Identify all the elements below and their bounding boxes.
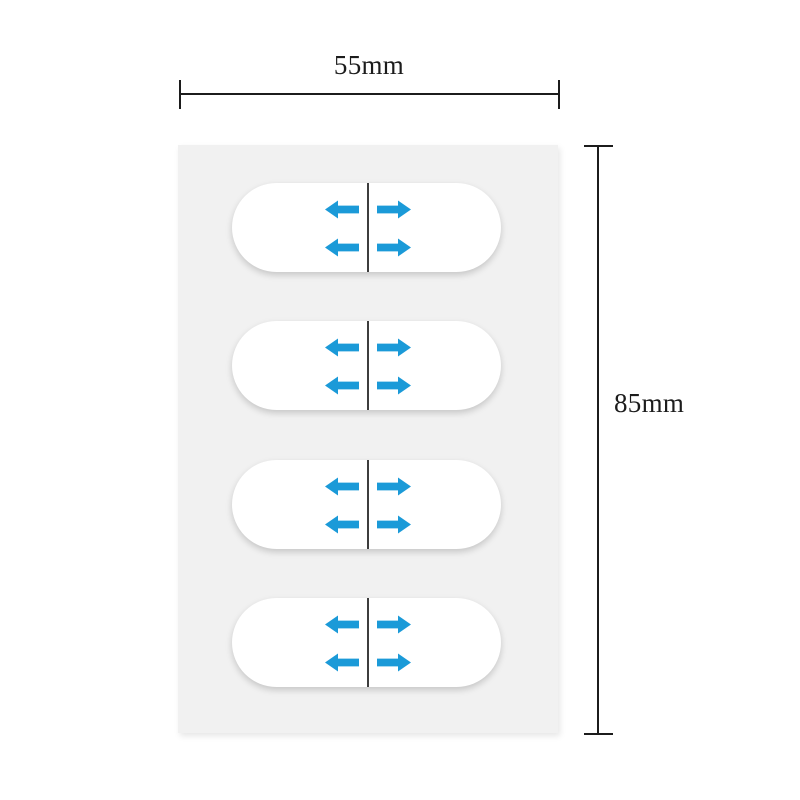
arrow-right-icon bbox=[377, 238, 411, 257]
strip-center-divider bbox=[367, 321, 369, 410]
arrow-left-icon bbox=[325, 615, 359, 634]
adhesive-strip bbox=[232, 598, 501, 687]
height-dimension-line bbox=[597, 145, 599, 734]
arrow-right-icon bbox=[377, 376, 411, 395]
arrow-right-icon bbox=[377, 653, 411, 672]
arrow-right-icon bbox=[377, 477, 411, 496]
arrow-right-icon bbox=[377, 200, 411, 219]
strip-center-divider bbox=[367, 598, 369, 687]
arrow-right-icon bbox=[377, 515, 411, 534]
arrow-left-icon bbox=[325, 200, 359, 219]
arrow-grid bbox=[232, 460, 501, 549]
arrow-left-icon bbox=[325, 238, 359, 257]
width-dimension-line bbox=[179, 93, 559, 95]
strip-center-divider bbox=[367, 183, 369, 272]
backing-sheet bbox=[178, 145, 558, 733]
arrow-grid bbox=[232, 598, 501, 687]
arrow-left-icon bbox=[325, 515, 359, 534]
arrow-left-icon bbox=[325, 477, 359, 496]
arrow-left-icon bbox=[325, 376, 359, 395]
width-dimension-label: 55mm bbox=[333, 50, 405, 80]
height-dimension-tick-bottom bbox=[584, 733, 613, 735]
strip-center-divider bbox=[367, 460, 369, 549]
width-dimension-tick-right bbox=[558, 80, 560, 109]
arrow-left-icon bbox=[325, 653, 359, 672]
arrow-left-icon bbox=[325, 338, 359, 357]
adhesive-strip bbox=[232, 460, 501, 549]
arrow-right-icon bbox=[377, 338, 411, 357]
adhesive-strip bbox=[232, 183, 501, 272]
height-dimension-tick-top bbox=[584, 145, 613, 147]
arrow-grid bbox=[232, 321, 501, 410]
height-dimension-label: 85mm bbox=[614, 388, 685, 418]
width-dimension-tick-left bbox=[179, 80, 181, 109]
arrow-right-icon bbox=[377, 615, 411, 634]
adhesive-strip bbox=[232, 321, 501, 410]
arrow-grid bbox=[232, 183, 501, 272]
